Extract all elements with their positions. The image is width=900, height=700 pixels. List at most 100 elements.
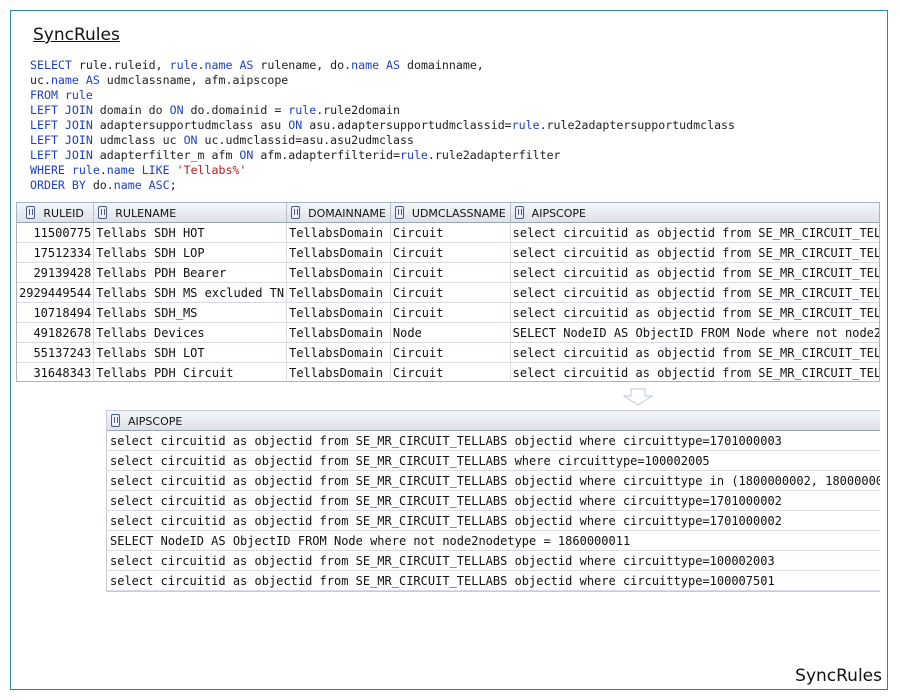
cell-udmclassname[interactable]: Circuit (390, 362, 511, 381)
cell-domainname[interactable]: TellabsDomain (286, 322, 391, 343)
cell-udmclassname[interactable]: Node (390, 322, 511, 343)
cell-udmclassname[interactable]: Circuit (390, 262, 511, 283)
cell-ruleid[interactable]: 11500775 (17, 222, 95, 243)
sql-text: domain do (92, 103, 170, 117)
sql-line: SELECT rule.ruleid, rule.name AS rulenam… (30, 58, 735, 73)
sql-text: uc. (30, 73, 51, 87)
cell-aipscope[interactable]: select circuitid as objectid from SE_MR_… (107, 570, 880, 591)
column-key-icon (26, 205, 36, 219)
cell-rulename[interactable]: Tellabs PDH Circuit (93, 362, 288, 381)
cell-aipscope[interactable]: select circuitid as objectid from SE_MR_… (107, 470, 880, 491)
cell-domainname[interactable]: TellabsDomain (286, 222, 391, 243)
sql-line: LEFT JOIN domain do ON do.domainid = rul… (30, 103, 735, 118)
column-header-aipscope[interactable]: AIPSCOPE (510, 203, 879, 223)
cell-aipscope[interactable]: select circuitid as objectid from SE_MR_… (107, 430, 880, 451)
document-frame (10, 10, 888, 690)
cell-aipscope[interactable]: select circuitid as objectid from SE_MR_… (510, 362, 879, 381)
cell-aipscope[interactable]: select circuitid as objectid from SE_MR_… (510, 282, 879, 303)
sql-keyword: AS (85, 73, 100, 87)
sql-text: . (197, 58, 205, 72)
cell-domainname[interactable]: TellabsDomain (286, 362, 391, 381)
sql-keyword: name (204, 58, 233, 72)
cell-rulename[interactable]: Tellabs PDH Bearer (93, 262, 288, 283)
sql-keyword: name (351, 58, 380, 72)
sql-keyword: FROM (30, 88, 65, 102)
column-header-rulename[interactable]: RULENAME (93, 203, 288, 223)
sql-keyword: AS (239, 58, 254, 72)
cell-aipscope[interactable]: select circuitid as objectid from SE_MR_… (107, 490, 880, 511)
sql-text: adaptersupportudmclass asu (92, 118, 289, 132)
cell-ruleid[interactable]: 17512334 (17, 242, 95, 263)
cell-udmclassname[interactable]: Circuit (390, 242, 511, 263)
cell-ruleid[interactable]: 49182678 (17, 322, 95, 343)
cell-rulename[interactable]: Tellabs Devices (93, 322, 288, 343)
cell-aipscope[interactable]: select circuitid as objectid from SE_MR_… (510, 302, 879, 323)
cell-udmclassname[interactable]: Circuit (390, 222, 511, 243)
cell-aipscope[interactable]: select circuitid as objectid from SE_MR_… (107, 510, 880, 531)
cell-aipscope[interactable]: SELECT NodeID AS ObjectID FROM Node wher… (510, 322, 879, 343)
table-row[interactable]: select circuitid as objectid from SE_MR_… (107, 470, 880, 491)
column-header-udmclassname[interactable]: UDMCLASSNAME (390, 203, 511, 223)
table-row[interactable]: select circuitid as objectid from SE_MR_… (107, 450, 880, 471)
cell-ruleid[interactable]: 55137243 (17, 342, 95, 363)
sql-keyword: ON (288, 118, 303, 132)
column-header-domainname[interactable]: DOMAINNAME (286, 203, 391, 223)
cell-domainname[interactable]: TellabsDomain (286, 342, 391, 363)
sql-text: .rule2domain (316, 103, 400, 117)
cell-aipscope[interactable]: SELECT NodeID AS ObjectID FROM Node wher… (107, 530, 880, 551)
cell-domainname[interactable]: TellabsDomain (286, 242, 391, 263)
table-row[interactable]: select circuitid as objectid from SE_MR_… (107, 570, 880, 591)
sql-keyword: rule (288, 103, 317, 117)
aipscope-grid[interactable]: AIPSCOPE select circuitid as objectid fr… (106, 410, 880, 592)
sql-text: . (99, 163, 107, 177)
sql-keyword: ON (183, 133, 198, 147)
cell-domainname[interactable]: TellabsDomain (286, 282, 391, 303)
sql-text: .rule2adaptersupportudmclass (539, 118, 736, 132)
column-key-icon (98, 205, 108, 219)
table-row[interactable]: select circuitid as objectid from SE_MR_… (107, 490, 880, 511)
cell-rulename[interactable]: Tellabs SDH HOT (93, 222, 288, 243)
sql-line: ORDER BY do.name ASC; (30, 178, 735, 193)
cell-ruleid[interactable]: 10718494 (17, 302, 95, 323)
column-key-icon (111, 413, 120, 427)
cell-ruleid[interactable]: 29139428 (17, 262, 95, 283)
table-row[interactable]: SELECT NodeID AS ObjectID FROM Node wher… (107, 530, 880, 551)
sql-line: WHERE rule.name LIKE 'Tellabs%' (30, 163, 735, 178)
cell-udmclassname[interactable]: Circuit (390, 282, 511, 303)
table-row[interactable]: select circuitid as objectid from SE_MR_… (107, 430, 880, 451)
cell-domainname[interactable]: TellabsDomain (286, 262, 391, 283)
cell-rulename[interactable]: Tellabs SDH_MS (93, 302, 288, 323)
cell-aipscope[interactable]: select circuitid as objectid from SE_MR_… (510, 222, 879, 243)
cell-aipscope[interactable]: select circuitid as objectid from SE_MR_… (107, 450, 880, 471)
sql-text: afm.adapterfilterid= (253, 148, 400, 162)
cell-aipscope[interactable]: select circuitid as objectid from SE_MR_… (510, 342, 879, 363)
cell-rulename[interactable]: Tellabs SDH MS excluded TN (93, 282, 288, 303)
cell-ruleid[interactable]: 31648343 (17, 362, 95, 381)
table-row[interactable]: select circuitid as objectid from SE_MR_… (107, 550, 880, 571)
cell-ruleid[interactable]: 2929449544 (17, 282, 95, 303)
cell-aipscope[interactable]: select circuitid as objectid from SE_MR_… (510, 242, 879, 263)
cell-aipscope[interactable]: select circuitid as objectid from SE_MR_… (510, 262, 879, 283)
column-header-ruleid[interactable]: RULEID (17, 203, 95, 223)
table-row[interactable]: select circuitid as objectid from SE_MR_… (107, 510, 880, 531)
cell-domainname[interactable]: TellabsDomain (286, 302, 391, 323)
sql-text: udmclassname, afm.aipscope (99, 73, 289, 87)
cell-udmclassname[interactable]: Circuit (390, 342, 511, 363)
cell-rulename[interactable]: Tellabs SDH LOT (93, 342, 288, 363)
cell-rulename[interactable]: Tellabs SDH LOP (93, 242, 288, 263)
cell-aipscope[interactable]: select circuitid as objectid from SE_MR_… (107, 550, 880, 571)
cell-udmclassname[interactable]: Circuit (390, 302, 511, 323)
sql-keyword: AS (386, 58, 401, 72)
sql-line: LEFT JOIN adapterfilter_m afm ON afm.ada… (30, 148, 735, 163)
sql-keyword: name (106, 163, 135, 177)
column-header-aipscope[interactable]: AIPSCOPE (107, 411, 880, 431)
